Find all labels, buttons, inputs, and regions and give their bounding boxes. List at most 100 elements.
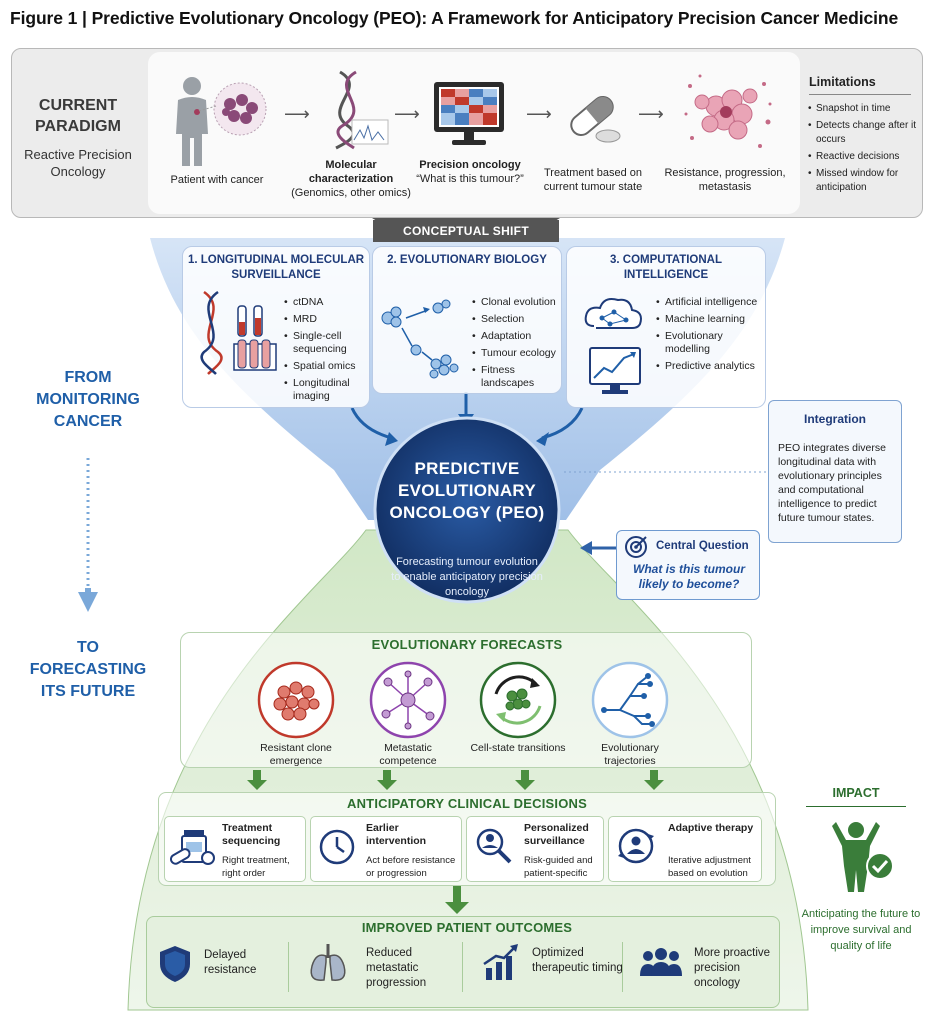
shield-icon — [160, 946, 190, 982]
decision-text-adaptive: Iterative adjustment based on evolution — [668, 855, 751, 879]
step-resistance-label: Resistance, progression, metastasis — [664, 167, 786, 193]
medication-bottle-icon — [170, 830, 215, 865]
current-paradigm-subtitle: Reactive Precision Oncology — [24, 147, 132, 179]
impact-title: IMPACT — [832, 786, 880, 800]
cell-state-cycle-icon — [479, 661, 557, 739]
peo-title: PREDICTIVE EVOLUTIONARY ONCOLOGY (PEO) — [389, 459, 545, 522]
limitations-list: Snapshot in time Detects change after it… — [808, 102, 918, 198]
limitations-title: Limitations — [809, 75, 876, 89]
step-molecular-label: Molecular characterization (Genomics, ot… — [288, 158, 414, 200]
decisions-title: ANTICIPATORY CLINICAL DECISIONS — [347, 796, 587, 811]
outcome-delayed-resistance: Delayed resistance — [204, 949, 257, 976]
decision-text-earlier: Act before resistance or progression — [366, 855, 456, 879]
central-question-text: What is this tumour likely to become? — [633, 562, 745, 591]
pillar-1-list: ctDNA MRD Single-cell sequencing Spatial… — [284, 296, 368, 407]
step-precision-title: Precision oncology — [419, 159, 521, 171]
pillar-2-item: Tumour ecology — [472, 347, 562, 360]
decision-title-treatment: Treatment sequencing — [222, 822, 281, 847]
integration-panel — [768, 400, 902, 543]
evolutionary-tree-icon — [591, 661, 669, 739]
limitation-item: Snapshot in time — [808, 102, 918, 116]
limitation-item: Reactive decisions — [808, 150, 918, 164]
figure-title: Figure 1 | Predictive Evolutionary Oncol… — [10, 8, 899, 28]
forecast-label-cell-state: Cell-state transitions — [470, 742, 566, 754]
from-to-arrow-head — [78, 592, 98, 612]
pillar-2-item: Fitness landscapes — [472, 364, 562, 390]
forecast-label-metastatic: Metastatic competence — [379, 742, 437, 767]
cloud-network-chart-icon — [584, 298, 642, 394]
clock-icon — [319, 829, 355, 865]
impact-text: Anticipating the future to improve survi… — [801, 908, 921, 952]
pillar-3-item: Machine learning — [656, 313, 762, 326]
target-icon — [625, 536, 647, 558]
integration-title: Integration — [804, 412, 866, 426]
to-forecasting-text: TO FORECASTING ITS FUTURE — [29, 639, 147, 700]
central-question-panel — [616, 530, 760, 600]
monitor-heatmap-icon — [434, 82, 504, 145]
outcomes-title: IMPROVED PATIENT OUTCOMES — [361, 920, 573, 935]
people-group-icon — [640, 948, 682, 976]
resistant-clone-icon — [257, 661, 335, 739]
pillar-3-item: Predictive analytics — [656, 360, 762, 373]
pillar-2-list: Clonal evolution Selection Adaptation Tu… — [472, 296, 562, 394]
metastatic-cells-icon — [684, 74, 772, 148]
impact-divider — [806, 806, 906, 807]
pillar-2-item: Clonal evolution — [472, 296, 562, 309]
limitation-item: Detects change after it occurs — [808, 119, 918, 147]
decision-text-treatment: Right treatment, right order — [222, 855, 290, 879]
outcome-proactive-oncology: More proactive precision oncology — [694, 947, 771, 989]
pillar-1-item: Longitudinal imaging — [284, 377, 368, 403]
decision-title-adaptive: Adaptive therapy — [668, 822, 754, 834]
arrow-right-icon: ⟶ — [284, 104, 310, 124]
arrow-right-icon: ⟶ — [526, 104, 552, 124]
lungs-icon — [310, 944, 346, 981]
dna-icon — [335, 70, 389, 150]
current-paradigm-title: CURRENT PARADIGM — [35, 97, 121, 135]
pillar-1-item: MRD — [284, 313, 368, 326]
pillar-3-item: Evolutionary modelling — [656, 330, 762, 356]
outcome-reduced-metastatic: Reduced metastatic progression — [366, 947, 427, 989]
pillar-2-title: 2. EVOLUTIONARY BIOLOGY — [387, 254, 547, 266]
step-precision-label: Precision oncology “What is this tumour?… — [410, 158, 530, 186]
step-patient-label: Patient with cancer — [170, 174, 264, 186]
step-treatment-label: Treatment based on current tumour state — [543, 167, 643, 193]
outcome-divider — [462, 942, 463, 992]
outcome-divider — [288, 942, 289, 992]
pillar-3-item: Artificial intelligence — [656, 296, 762, 309]
pillar-2-item: Selection — [472, 313, 562, 326]
forecasts-title: EVOLUTIONARY FORECASTS — [371, 637, 563, 652]
step-molecular-subtext: (Genomics, other omics) — [291, 187, 411, 199]
pillar-2-item: Adaptation — [472, 330, 562, 343]
growth-chart-icon — [483, 944, 518, 980]
person-check-icon — [832, 822, 894, 892]
conceptual-shift-label: CONCEPTUAL SHIFT — [373, 220, 559, 242]
pillar-1-title: 1. LONGITUDINAL MOLECULAR SURVEILLANCE — [187, 254, 365, 281]
forecast-label-resistant: Resistant clone emergence — [260, 742, 332, 767]
outcomes-panel — [146, 916, 780, 1008]
outcome-optimized-timing: Optimized therapeutic timing — [532, 947, 623, 974]
pill-capsule-icon — [570, 96, 621, 143]
step-molecular-title: Molecular characterization — [308, 159, 394, 185]
pillar-1-item: Spatial omics — [284, 360, 368, 373]
peo-circle — [373, 416, 561, 604]
pillar-1-item: Single-cell sequencing — [284, 330, 368, 356]
dna-test-tubes-icon — [200, 290, 277, 375]
decision-title-surveillance: Personalized surveillance — [524, 822, 589, 847]
clonal-evolution-icon — [381, 299, 459, 379]
pillar-3-list: Artificial intelligence Machine learning… — [656, 296, 762, 377]
step-precision-question: “What is this tumour?” — [416, 173, 524, 185]
arrow-right-icon: ⟶ — [638, 104, 664, 124]
peo-subtitle: Forecasting tumour evolution to enable a… — [391, 556, 543, 598]
integration-text: PEO integrates diverse longitudinal data… — [778, 442, 886, 524]
limitation-item: Missed window for anticipation — [808, 167, 918, 195]
decision-title-earlier: Earlier intervention — [366, 822, 427, 847]
pillar-1-item: ctDNA — [284, 296, 368, 309]
adaptive-cycle-person-icon — [618, 828, 654, 864]
magnifier-person-icon — [476, 828, 512, 864]
limitations-divider — [809, 94, 911, 95]
pillar-3-title: 3. COMPUTATIONAL INTELLIGENCE — [609, 254, 722, 281]
arrow-right-icon: ⟶ — [394, 104, 420, 124]
metastatic-competence-icon — [369, 661, 447, 739]
outcome-divider — [622, 942, 623, 992]
forecast-label-trajectories: Evolutionary trajectories — [601, 742, 659, 767]
